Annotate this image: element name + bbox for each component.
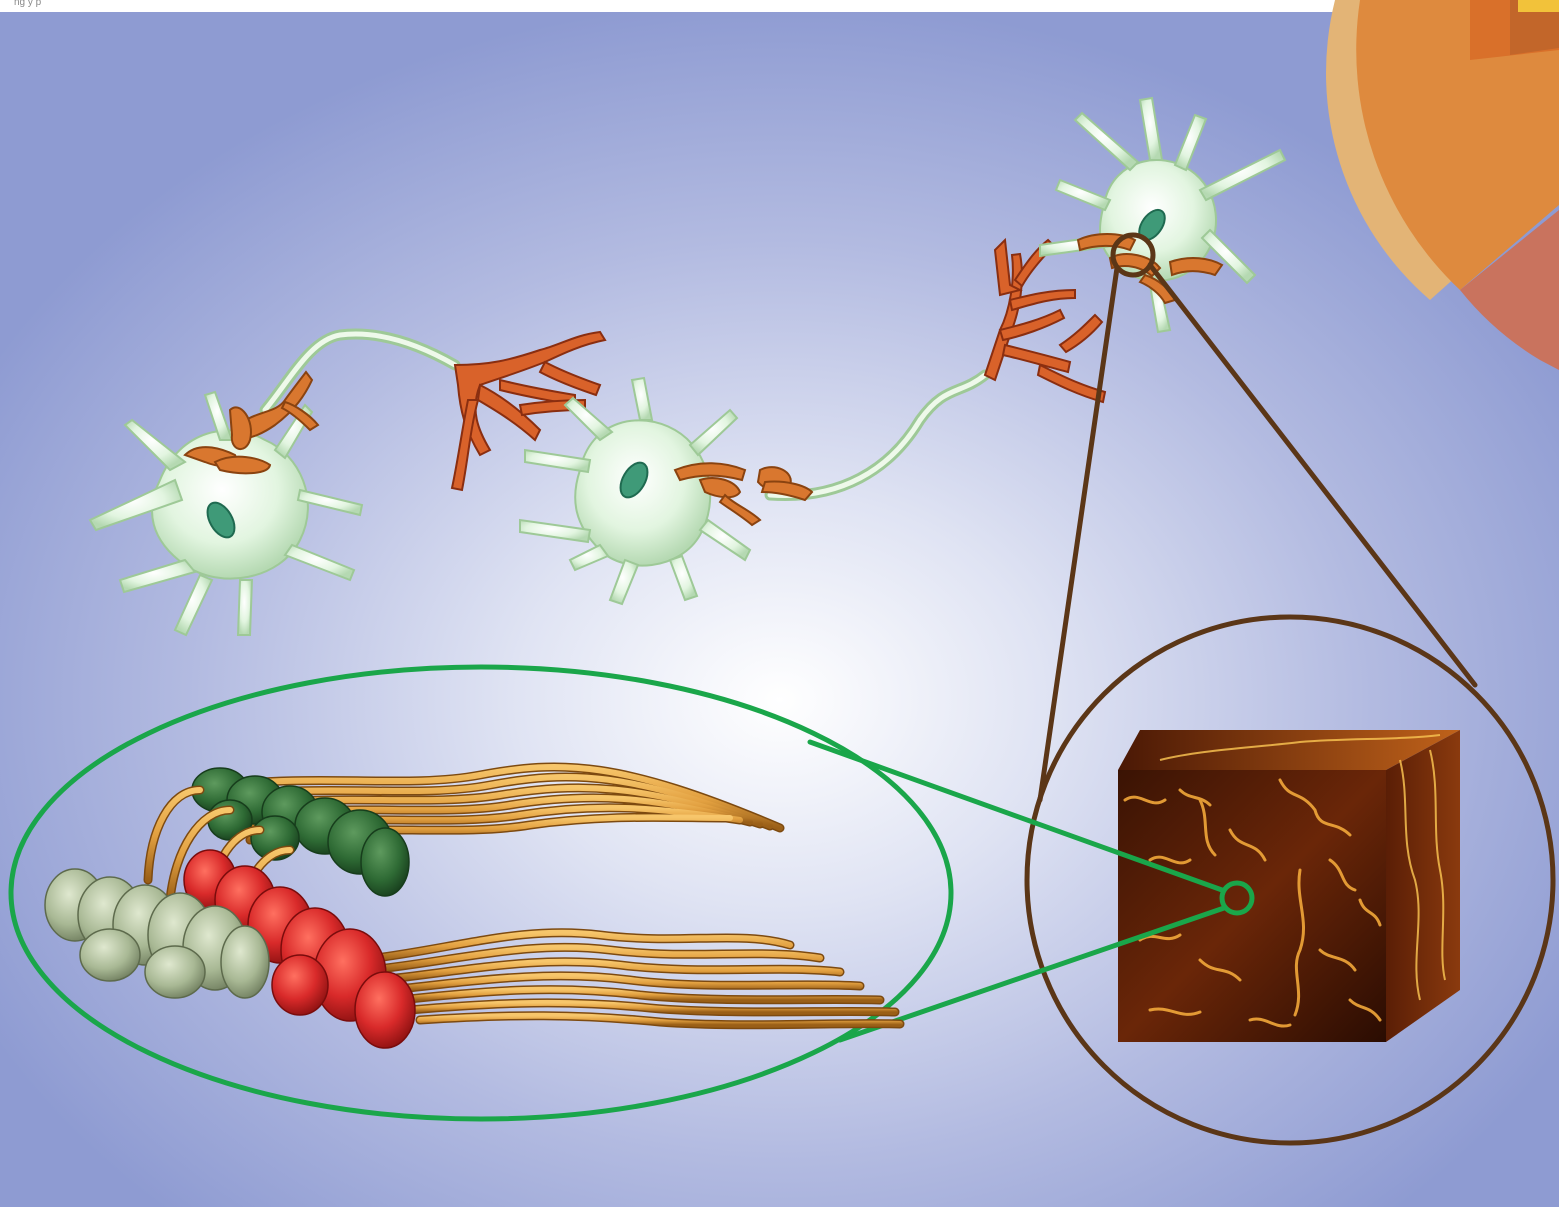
corner-arc-decoration [1326, 0, 1559, 370]
neuron-1 [90, 392, 362, 635]
microscopy-cube [1118, 730, 1460, 1042]
axon-2 [770, 375, 985, 496]
fibril-lower [360, 933, 900, 1025]
dendrite-tree-2 [985, 240, 1105, 402]
